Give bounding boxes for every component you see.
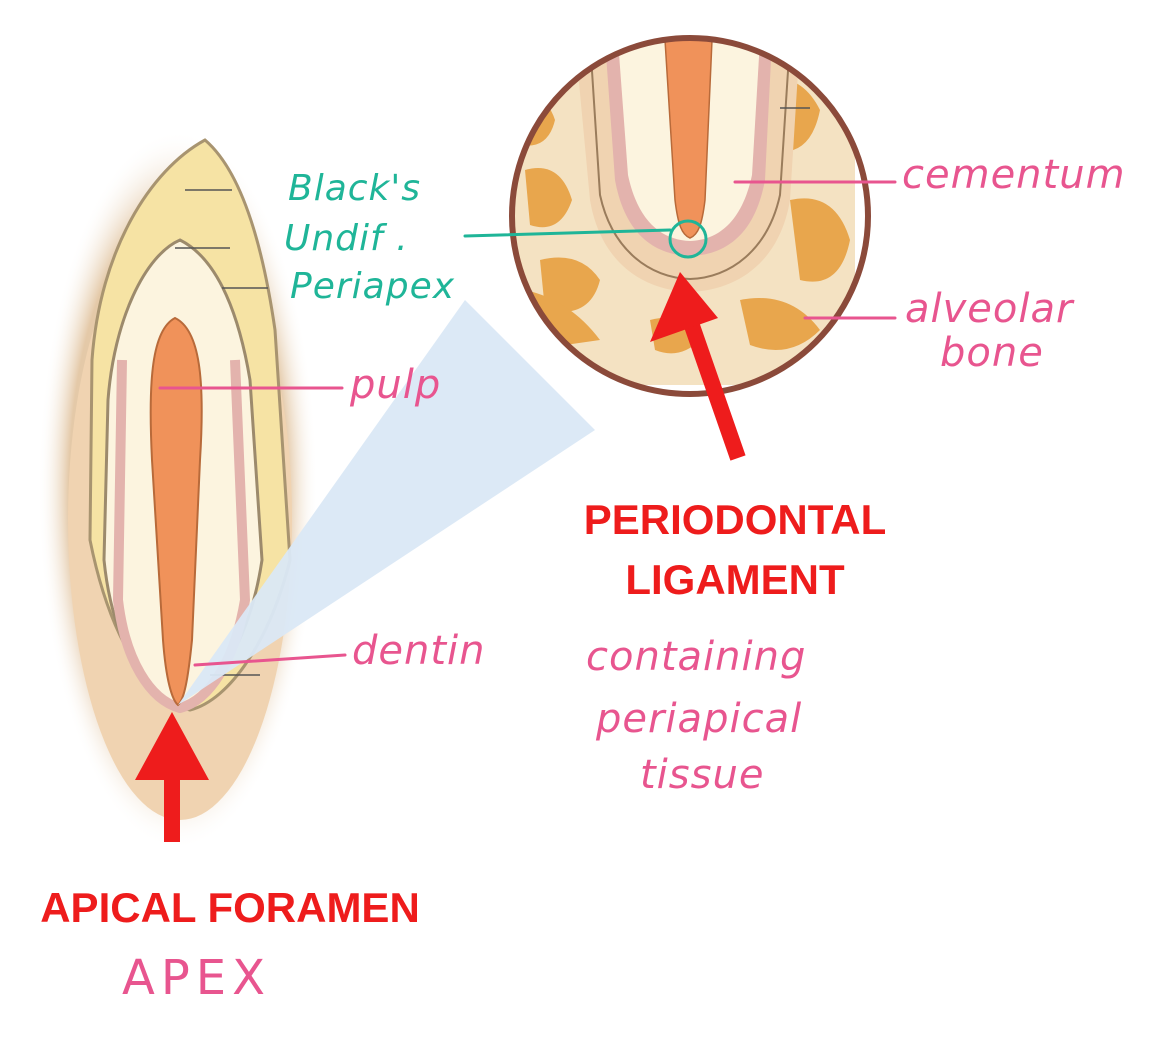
teal-highlight-circle (668, 219, 708, 259)
pdl-arrow-head (650, 272, 718, 342)
dentin-line (193, 653, 347, 667)
alveolar-label-line1: alveolar (905, 286, 1074, 332)
containing-label-line1: containing (586, 634, 807, 680)
blacks-label-line3: Periapex (290, 266, 456, 307)
apical-foramen-title: APICAL FORAMEN (40, 884, 420, 931)
teal-pointer-line (463, 228, 672, 238)
apex-label: APEX (122, 950, 271, 1006)
alveolar-label-line2: bone (940, 330, 1044, 376)
pdl-arrow-shaft (682, 317, 746, 461)
zoom-circle-border (509, 35, 871, 397)
cementum-label: cementum (902, 152, 1126, 198)
pdl-title-line2: LIGAMENT (625, 556, 845, 603)
containing-label-line2: periapical (596, 696, 803, 742)
pulp-label: pulp (350, 362, 442, 408)
zoom-view (512, 38, 868, 394)
apex-arrow-head (135, 712, 209, 780)
pdl-title-line1: PERIODONTAL (583, 496, 887, 543)
zoom-cone (178, 300, 595, 705)
blacks-label-line2: Undif . (284, 218, 409, 259)
containing-label-line3: tissue (640, 752, 765, 798)
dentin-label: dentin (352, 628, 486, 674)
blacks-label-line1: Black's (288, 168, 422, 209)
